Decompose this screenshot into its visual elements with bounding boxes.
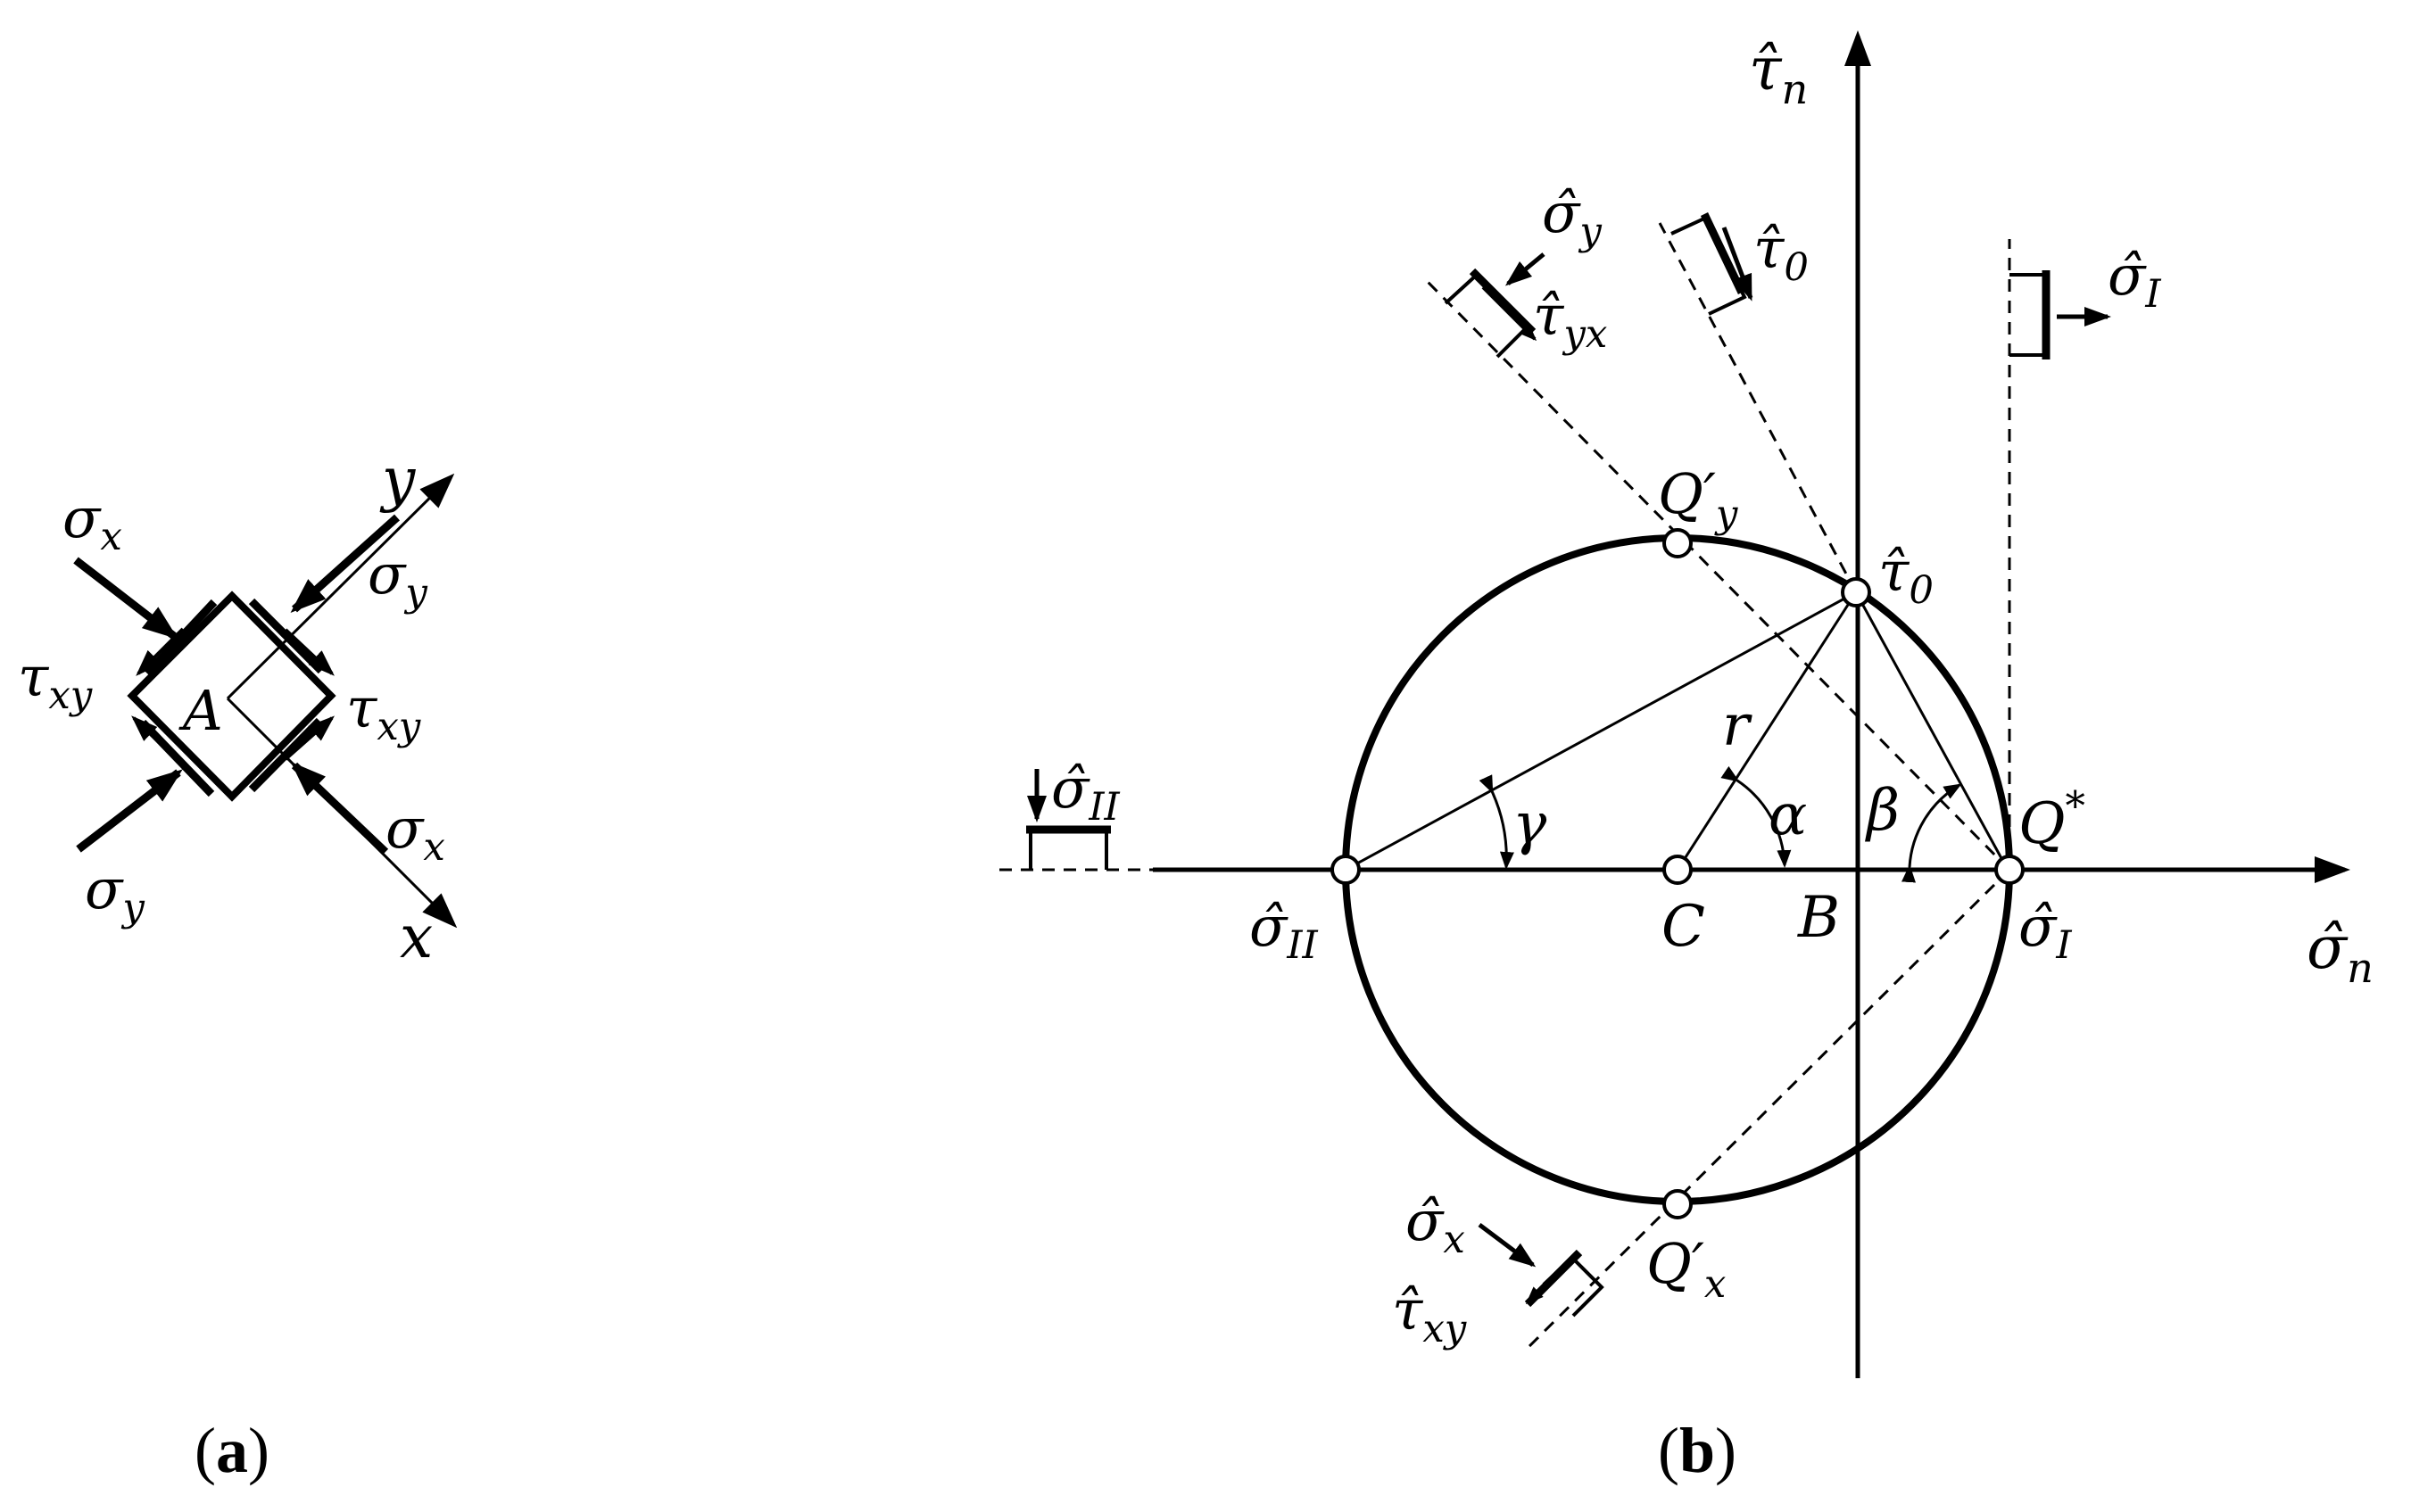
- dashed-pole-Qy: [1426, 280, 2011, 872]
- arc-gamma: [1479, 774, 1514, 870]
- label-gamma: γ: [1512, 791, 1547, 857]
- line-C-tau0-radius: [1676, 591, 1858, 871]
- label-tau0-hat-top: τ̂0: [1753, 216, 1809, 290]
- label-r: r: [1722, 693, 1752, 759]
- caption-b: (b): [1658, 1415, 1736, 1486]
- label-tau0-hat-circle: τ̂0: [1878, 539, 1934, 613]
- tau-arrow-lr: [284, 715, 335, 761]
- label-tau-yx-hat: τ̂yx: [1533, 283, 1607, 357]
- tau-arrow-ul: [136, 627, 185, 676]
- label-tau-xy-left: τxy: [18, 644, 93, 718]
- elem-sigmay-arrow: [1504, 252, 1545, 286]
- label-tau-xy-right: τxy: [346, 675, 421, 749]
- label-sigma-x-bottom: σx: [385, 796, 445, 870]
- elem-tau0-arrow: [1721, 227, 1753, 302]
- point-tau0: [1841, 577, 1871, 607]
- panel-a-element: σx σy τxy τxy A y σy σx x (a): [18, 445, 458, 1486]
- label-sigma-n-axis: σ̂n: [2307, 913, 2374, 992]
- elem-tauxy-arrow: [1525, 1263, 1568, 1305]
- sigma-y-arrow-right: [290, 514, 401, 614]
- arc-alpha: [1720, 765, 1792, 868]
- stress-element-square: [127, 591, 336, 802]
- point-Q-star: [1994, 855, 2025, 885]
- label-B: B: [1797, 885, 1840, 951]
- label-tau-xy-hat: τ̂xy: [1392, 1277, 1467, 1351]
- label-tau-n-axis: τ̂n: [1749, 35, 1808, 113]
- label-sigma-II-hat-left: σ̂II: [1051, 756, 1120, 830]
- elem-sigmax-outline: [1542, 1255, 1604, 1318]
- point-Q-y-prime: [1662, 528, 1693, 558]
- label-axis-x: x: [400, 903, 433, 971]
- label-C: C: [1661, 894, 1705, 960]
- label-alpha: α: [1769, 782, 1807, 848]
- arc-beta: [1901, 783, 1962, 883]
- panel-b-mohr-circle: τ̂n σ̂n σ̂y τ̂yx τ̂0 σ̂I Q′y τ̂0 r α β γ…: [999, 30, 2374, 1486]
- label-Q-y-prime: Q′y: [1658, 461, 1738, 537]
- axis-y-line: [226, 473, 455, 700]
- shear-bar-ul: [144, 599, 218, 677]
- label-sigma-y-hat: σ̂y: [1542, 180, 1602, 254]
- label-sigma-II-hat-axis: σ̂II: [1249, 894, 1318, 968]
- elem-sigmaI-outline: [2009, 273, 2048, 357]
- label-sigma-x-top: σx: [62, 485, 122, 559]
- line-tau0-sigmaI: [1854, 591, 2009, 871]
- label-Q-star: Q*: [2018, 782, 2085, 857]
- caption-a: (a): [195, 1415, 269, 1486]
- label-sigma-I-hat-top: σ̂I: [2108, 243, 2161, 317]
- dashed-pole-tau0: [1658, 222, 1858, 593]
- label-beta: β: [1865, 778, 1900, 844]
- elem-tau0-bar: [1700, 212, 1746, 294]
- elem-tauyx-arrow: [1481, 285, 1537, 342]
- tau-arrow-ll: [131, 715, 178, 760]
- label-axis-y: y: [379, 445, 416, 514]
- dashed-pole-Qx: [1522, 868, 2011, 1353]
- label-sigma-y-right: σy: [368, 541, 427, 616]
- sigma-x-arrow-bottom: [290, 761, 389, 855]
- label-sigma-x-hat: σ̂x: [1405, 1188, 1465, 1262]
- point-C: [1662, 855, 1693, 885]
- elem-sigmax-arrow: [1478, 1223, 1537, 1268]
- sigma-x-arrow-top: [73, 557, 178, 640]
- elem-sigmaII-outline: [1029, 828, 1108, 870]
- shear-bar-ur: [248, 598, 325, 674]
- label-sigma-I-hat-axis: σ̂I: [2018, 894, 2072, 968]
- point-sigma-II: [1330, 855, 1361, 885]
- label-point-A: A: [178, 678, 223, 743]
- tau-arrow-ur: [284, 628, 335, 676]
- line-sigmaII-tau0: [1345, 591, 1857, 872]
- label-sigma-y-bottom: σy: [85, 856, 145, 930]
- point-Q-x-prime: [1662, 1189, 1693, 1219]
- elem-sigmay-bar: [1469, 268, 1537, 335]
- sigma-y-arrow-bottom: [76, 769, 183, 853]
- label-Q-x-prime: Q′x: [1646, 1231, 1726, 1307]
